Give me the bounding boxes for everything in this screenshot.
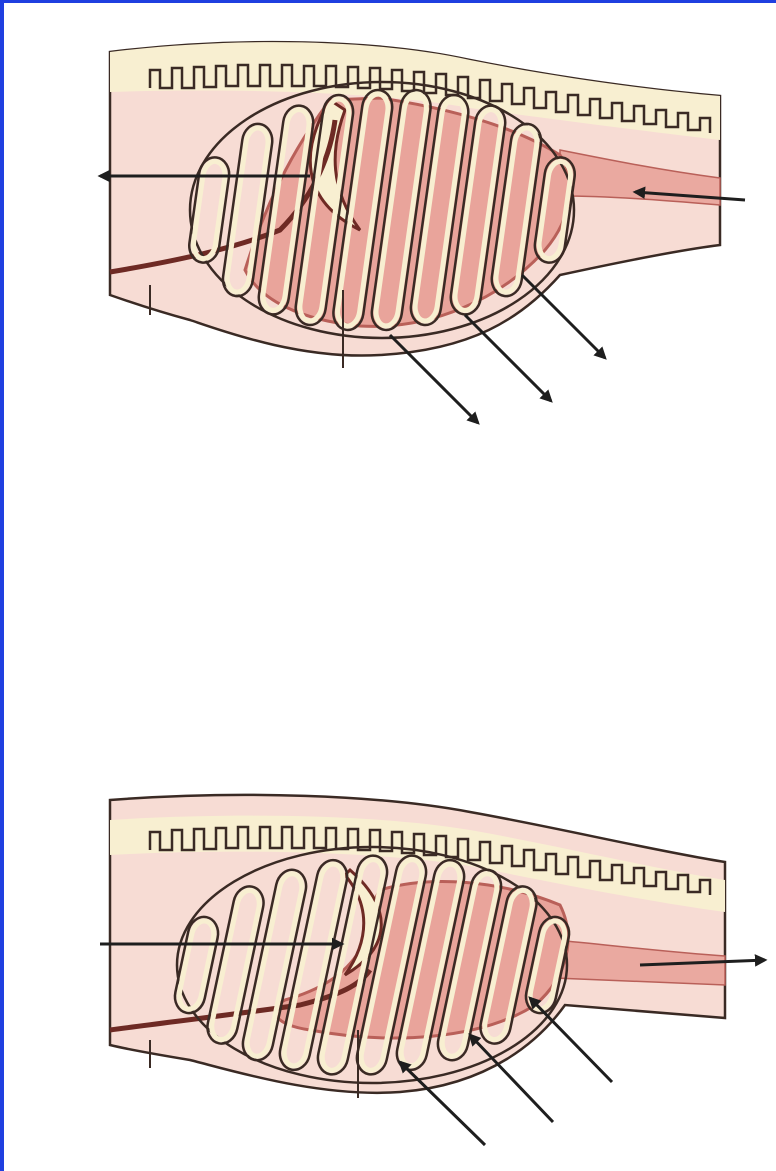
- exhalation-panel: [100, 42, 745, 423]
- thorax-diagram: [4, 3, 776, 1171]
- arrow-icon: [522, 275, 605, 358]
- arrow-icon: [465, 315, 551, 401]
- arrow-icon: [530, 998, 612, 1082]
- inhalation-panel: [100, 795, 765, 1145]
